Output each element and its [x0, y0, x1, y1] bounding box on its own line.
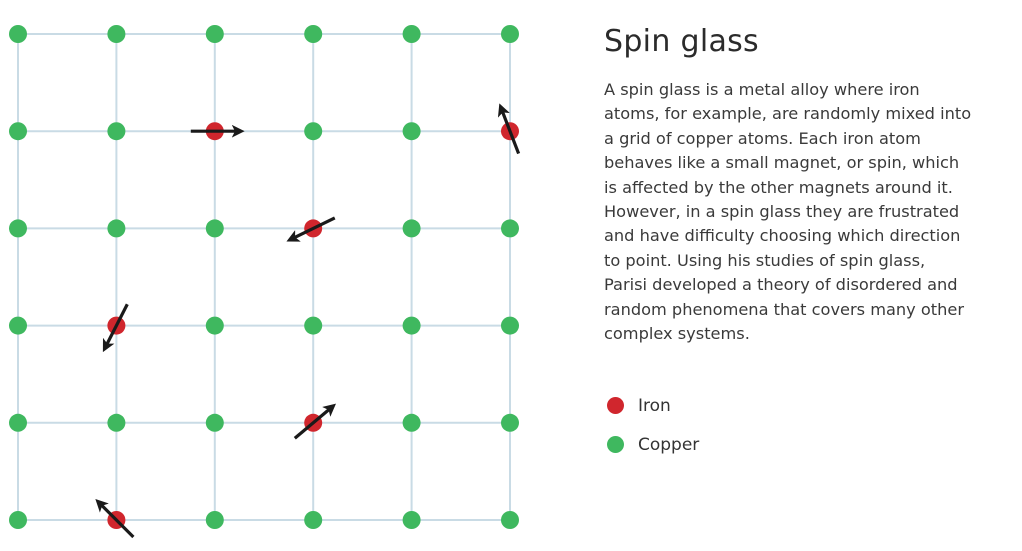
spin-arrow-icon [497, 103, 521, 155]
copper-atom [107, 25, 126, 43]
copper-atom [402, 413, 421, 432]
copper-atom [402, 316, 421, 335]
copper-atom [9, 511, 27, 529]
copper-atom [304, 511, 323, 529]
description-line: a grid of copper atoms. Each iron atom [604, 128, 921, 148]
copper-atom [402, 511, 421, 529]
copper-atom [304, 25, 323, 43]
spin-arrow-icon [95, 498, 135, 539]
description-line: Parisi developed a theory of disordered … [604, 275, 958, 295]
copper-atom [402, 25, 421, 43]
description-line: behaves like a small magnet, or spin, wh… [604, 153, 960, 173]
legend-label: Copper [638, 434, 700, 455]
copper-atom [304, 316, 323, 335]
description-line: A spin glass is a metal alloy where iron [604, 80, 920, 99]
copper-atom [205, 316, 224, 335]
copper-atom [205, 219, 224, 238]
legend-item-copper: Copper [607, 425, 699, 464]
description-line: and have difficulty choosing which direc… [604, 226, 961, 246]
spin-arrow-icon [293, 403, 336, 440]
copper-atom [9, 122, 27, 141]
spin-glass-lattice [9, 25, 521, 539]
copper-atom [107, 413, 126, 432]
copper-atom [205, 511, 224, 529]
description-line: complex systems. [604, 324, 750, 344]
copper-atom [205, 25, 224, 43]
copper-atom [402, 219, 421, 238]
legend-item-iron: Iron [607, 386, 699, 425]
copper-atom [501, 511, 519, 529]
copper-atom [402, 122, 421, 141]
description: A spin glass is a metal alloy where iron… [604, 78, 971, 346]
page-title: Spin glass [604, 24, 759, 59]
description-line: random phenomena that covers many other [604, 299, 965, 319]
spin-arrow-icon [102, 303, 129, 353]
legend-label: Iron [638, 395, 671, 416]
copper-atom [9, 316, 27, 335]
copper-atom [501, 25, 519, 43]
copper-atom [107, 219, 126, 238]
description-line: atoms, for example, are randomly mixed i… [604, 104, 972, 124]
iron-dot-icon [607, 397, 624, 414]
copper-atom [205, 413, 224, 432]
description-line: However, in a spin glass they are frustr… [604, 202, 960, 222]
copper-atom [9, 413, 27, 432]
copper-atom [501, 219, 519, 238]
copper-atom [501, 316, 519, 335]
copper-atom [9, 219, 27, 238]
copper-atom [9, 25, 27, 43]
copper-atom [501, 413, 519, 432]
copper-dot-icon [607, 436, 624, 453]
copper-atom [107, 122, 126, 141]
legend: Iron Copper [607, 386, 699, 464]
copper-atom [304, 122, 323, 141]
description-line: to point. Using his studies of spin glas… [604, 250, 926, 270]
spin-arrow-icon [286, 216, 336, 242]
description-line: is affected by the other magnets around … [604, 177, 953, 197]
